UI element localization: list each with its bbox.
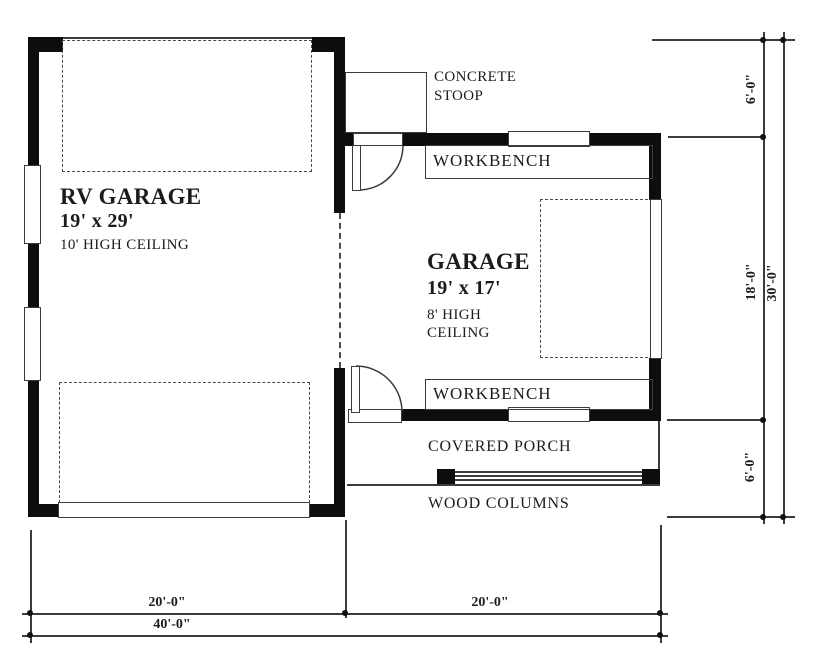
rv-garage-door-bottom — [58, 502, 310, 518]
porch-edge-bottom — [347, 484, 660, 486]
dim-bottom-overall: 40'-0" — [153, 617, 191, 632]
garage-ceiling-line2: CEILING — [427, 325, 490, 341]
rv-garage-size: 19' x 29' — [60, 210, 134, 232]
ext-line-bottom-right — [667, 516, 795, 518]
dimension-tick — [760, 134, 766, 140]
dim-right-upper: 6'-0" — [744, 73, 759, 105]
garage-ceiling-line1: 8' HIGH — [427, 307, 482, 323]
garage-overhead-door-right — [650, 199, 662, 359]
ext-line-top — [652, 39, 795, 41]
window-left-upper — [24, 165, 41, 244]
wall-corner-bottom-left — [28, 504, 59, 517]
rv-parking-bay-front — [62, 40, 312, 172]
workbench-bottom-outline — [425, 379, 653, 410]
workbench-top-outline — [425, 145, 653, 179]
dimension-tick — [27, 610, 33, 616]
dim-right-middle: 18'-0" — [744, 263, 759, 301]
wood-columns-label: WOOD COLUMNS — [428, 495, 570, 512]
rv-garage-ceiling: 10' HIGH CEILING — [60, 237, 190, 253]
wall-garage-top-stub — [345, 133, 354, 146]
concrete-stoop-outline — [345, 72, 427, 133]
concrete-stoop-label-line1: CONCRETE — [434, 69, 517, 85]
ext-line-left-wall — [30, 530, 32, 643]
dimension-tick — [780, 37, 786, 43]
porch-edge-right — [658, 421, 660, 469]
open-wall-dashed-line — [339, 213, 341, 368]
dimension-tick — [760, 514, 766, 520]
porch-door-opening — [348, 409, 402, 423]
porch-beam-line-3 — [455, 479, 642, 481]
ext-line-garage-front — [668, 136, 764, 138]
covered-porch-label: COVERED PORCH — [428, 438, 572, 455]
entry-door-opening — [353, 133, 403, 146]
dim-bottom-right: 20'-0" — [471, 595, 509, 610]
dim-line-bottom-outer — [22, 635, 668, 637]
wall-corner-top-right — [312, 37, 345, 52]
window-garage-top — [508, 131, 590, 147]
dimension-tick — [760, 417, 766, 423]
porch-beam-line-2 — [455, 475, 642, 477]
wall-divider-upper — [334, 52, 345, 213]
porch-beam-line-1 — [455, 471, 642, 473]
dim-line-right-outer — [783, 32, 785, 524]
dimension-tick — [760, 37, 766, 43]
dimension-tick — [780, 514, 786, 520]
dimension-tick — [657, 610, 663, 616]
dim-line-right-inner — [763, 32, 765, 524]
window-garage-bottom — [508, 407, 590, 422]
dim-right-overall: 30'-0" — [765, 264, 780, 302]
ext-line-garage-rear — [667, 419, 764, 421]
entry-door-leaf — [352, 145, 361, 191]
garage-parking-bay — [540, 199, 648, 358]
dim-right-lower: 6'-0" — [743, 451, 758, 483]
wall-left — [28, 38, 39, 517]
rv-parking-bay-rear — [59, 382, 310, 503]
porch-door-leaf — [351, 366, 360, 413]
concrete-stoop-label-line2: STOOP — [434, 88, 484, 104]
dim-bottom-left: 20'-0" — [148, 595, 186, 610]
workbench-bottom-label: WORKBENCH — [433, 384, 552, 403]
dimension-tick — [342, 610, 348, 616]
ext-line-middle-wall — [345, 520, 347, 618]
ext-line-porch-right — [660, 525, 662, 643]
garage-name: GARAGE — [427, 249, 530, 274]
wood-column-right — [642, 469, 660, 486]
dimension-tick — [27, 632, 33, 638]
window-left-lower — [24, 307, 41, 381]
wall-divider-lower — [334, 368, 345, 517]
wood-column-left — [437, 469, 455, 486]
workbench-top-label: WORKBENCH — [433, 151, 552, 170]
rv-garage-door-top-line — [63, 37, 312, 39]
garage-size: 19' x 17' — [427, 277, 501, 299]
dimension-tick — [657, 632, 663, 638]
rv-garage-name: RV GARAGE — [60, 184, 202, 209]
